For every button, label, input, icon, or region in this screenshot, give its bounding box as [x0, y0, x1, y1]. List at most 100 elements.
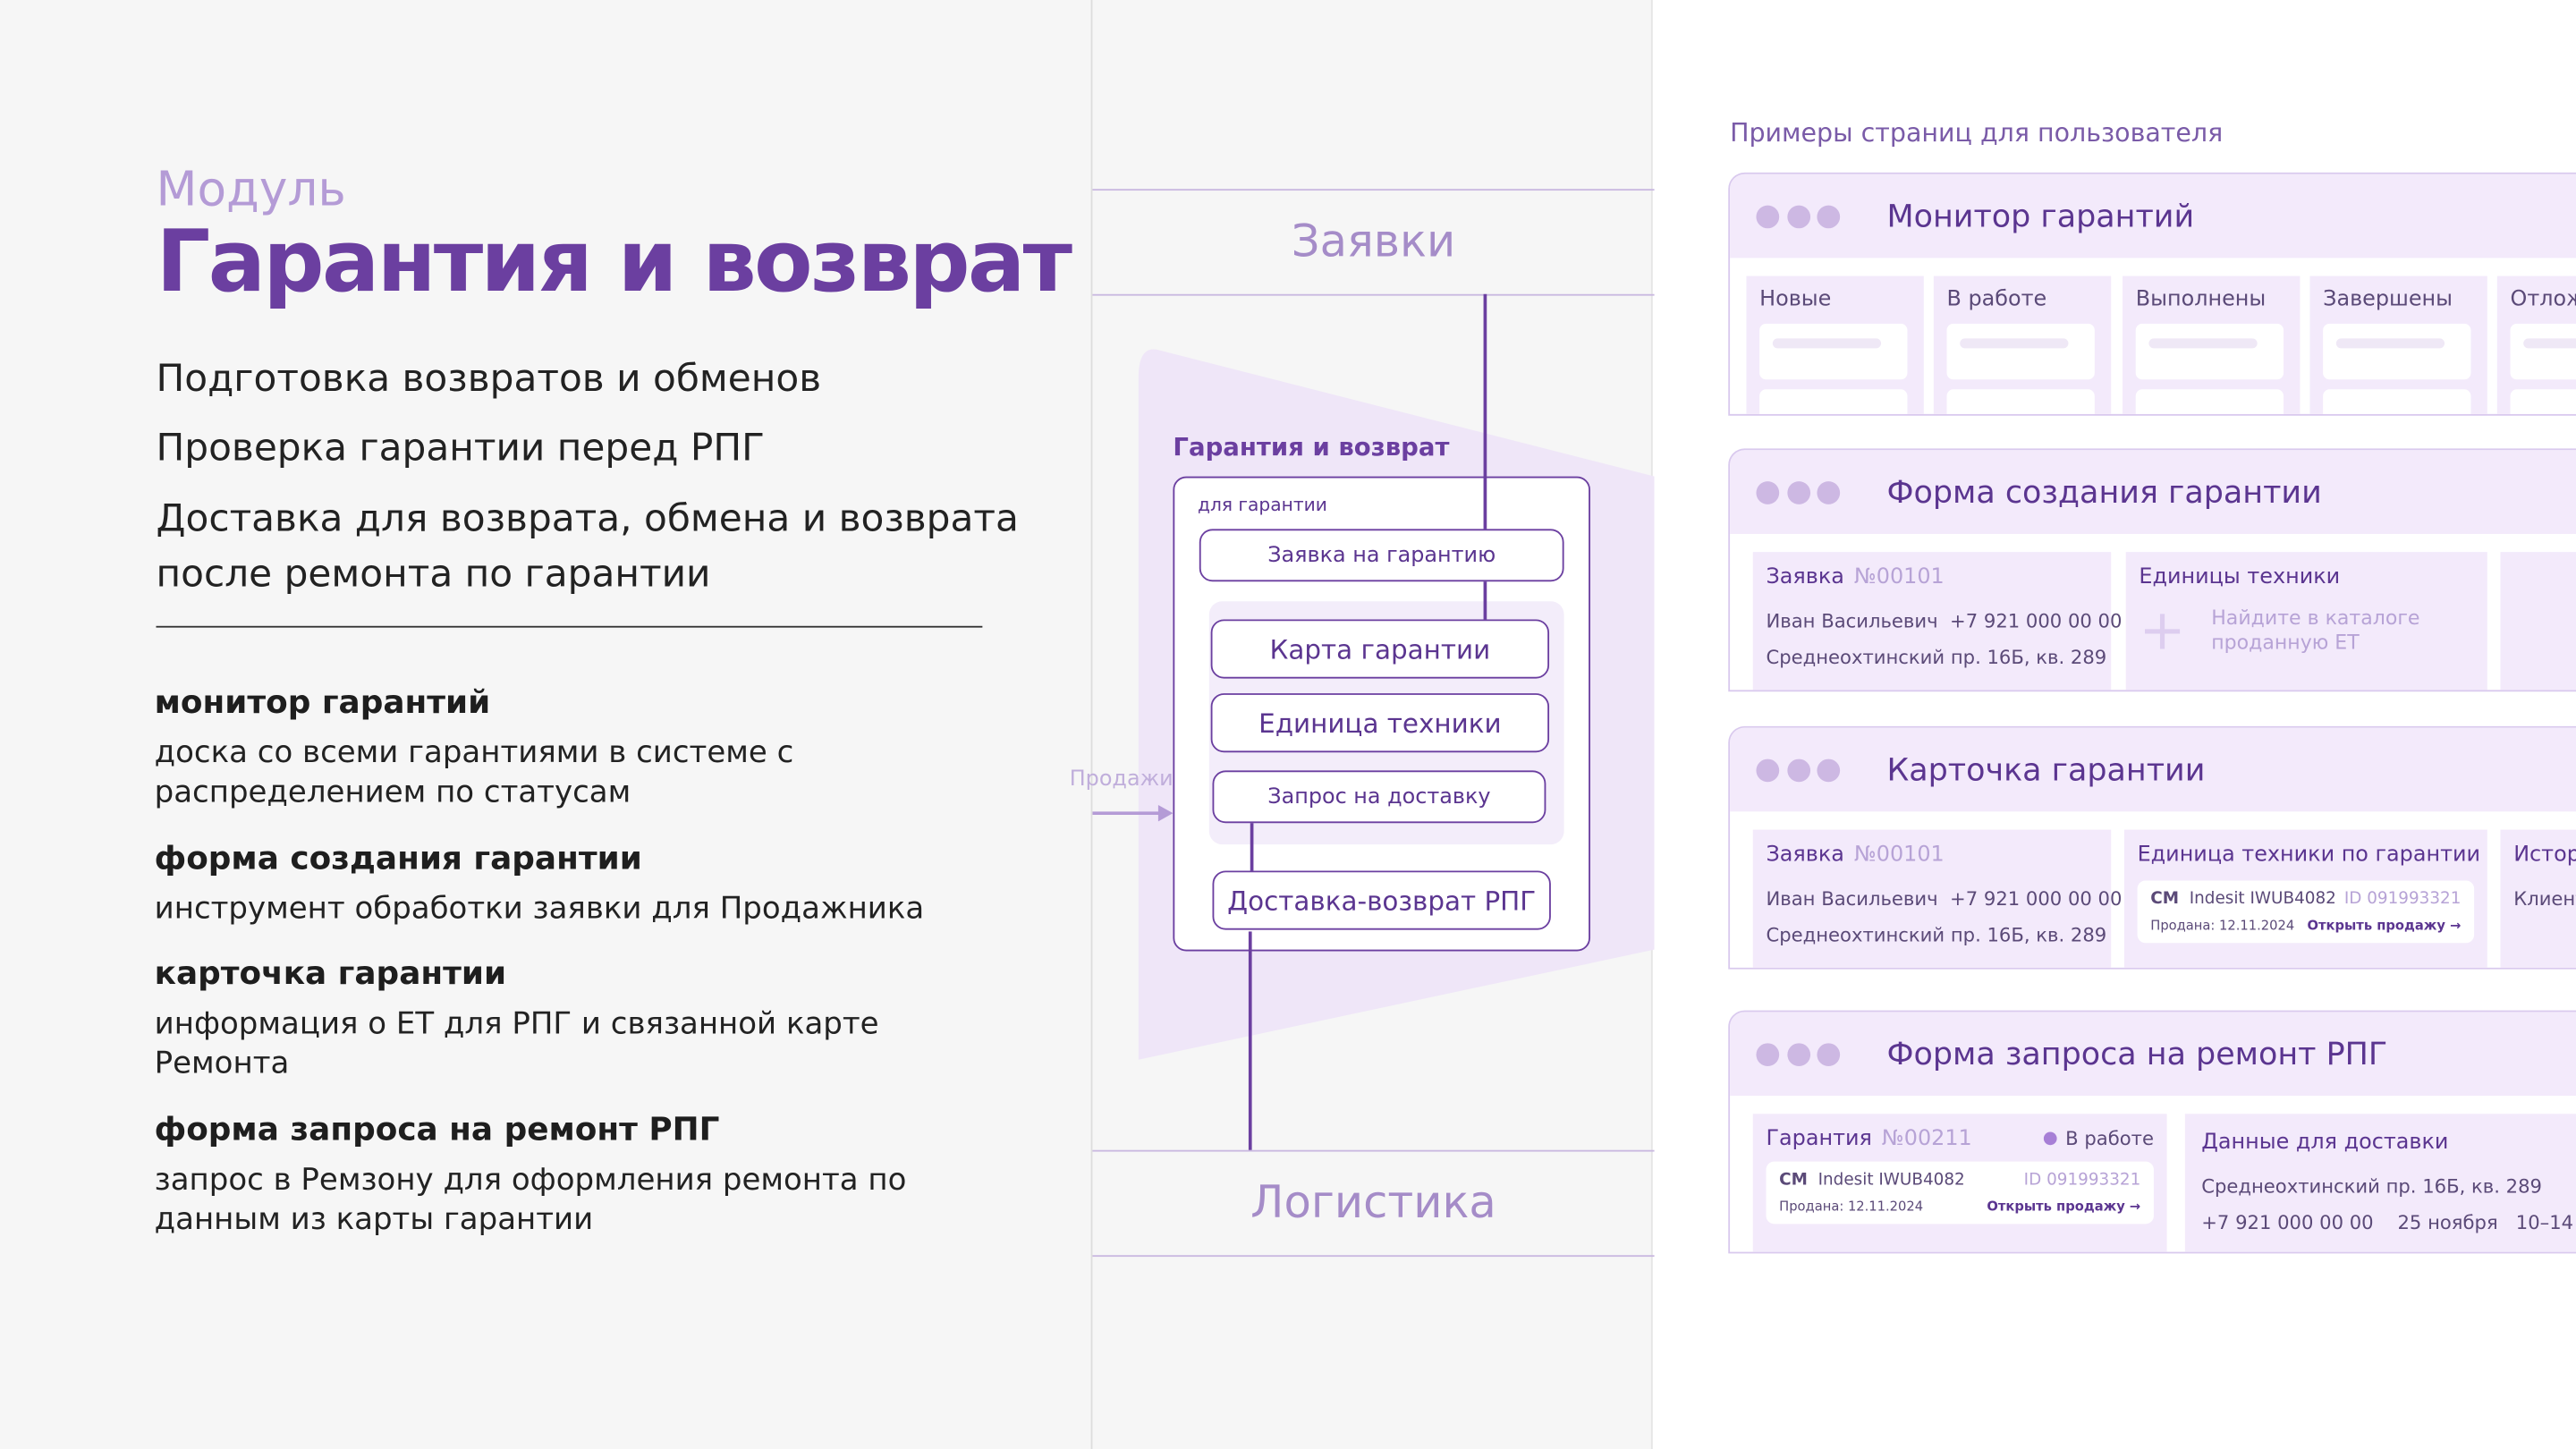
delivery-phone: +7 921 000 00 00 [2201, 1210, 2374, 1234]
warranty-label: Гарантия [1766, 1126, 1872, 1152]
node-equipment-unit[interactable]: Единица техники [1210, 693, 1550, 753]
status-column[interactable]: Новые [1746, 275, 1924, 414]
open-sale-link[interactable]: Открыть продажу → [1987, 1199, 2141, 1215]
open-sale-link[interactable]: Открыть продажу → [2307, 918, 2462, 934]
band-logistics: Логистика [1092, 1149, 1655, 1258]
placeholder-card [1759, 323, 1908, 380]
status-column[interactable]: Выполнены [2123, 275, 2301, 414]
warranty-card[interactable]: Карточка гарантии Заявка №00101 Иван Васи… [1728, 725, 2576, 970]
placeholder-card [1759, 389, 1908, 414]
module-title: Гарантия и возврат [156, 213, 1072, 312]
module-prefix: Модуль [156, 160, 346, 217]
status-badge: В работе [2065, 1126, 2154, 1150]
item-title: карточка гарантии [154, 954, 507, 993]
delivery-address: Среднеохтинский пр. 16Б, кв. 289 [2201, 1174, 2542, 1198]
sub-label: для гарантии [1197, 494, 1327, 516]
column-label: Выполнены [2135, 287, 2267, 312]
placeholder-card [2135, 389, 2284, 414]
request-number: №00101 [1853, 564, 1945, 590]
units-label: Единицы техники [2139, 564, 2341, 590]
window-dot-icon [1786, 758, 1810, 782]
history-label: Истор [2513, 843, 2576, 868]
request-number: №00101 [1853, 843, 1945, 868]
window-dot-icon [1817, 758, 1841, 782]
history-panel: Истор Клиент [2500, 829, 2576, 968]
placeholder-card [2323, 389, 2471, 414]
unit-model: Indesit IWUB4082 [1818, 1171, 1965, 1190]
monitor-card[interactable]: Монитор гарантий Новые В работе Выполнен… [1728, 172, 2576, 416]
item-title: форма запроса на ремонт РПГ [154, 1110, 720, 1148]
item-title: форма создания гарантии [154, 839, 642, 877]
column-label: Завершены [2323, 287, 2453, 312]
unit-item[interactable]: СМ Indesit IWUB4082 ID 091993321 Продана:… [2137, 880, 2475, 944]
plus-icon[interactable]: + [2139, 597, 2186, 665]
history-text: Клиент [2513, 886, 2576, 911]
item-desc: доска со всеми гарантиями в системе с ра… [154, 735, 794, 810]
card-title: Форма создания гарантии [1886, 473, 2322, 511]
units-search-hint[interactable]: Найдите в каталоге проданную ЕТ [2211, 606, 2420, 655]
request-label: Заявка [1766, 564, 1844, 590]
request-label: Заявка [1766, 843, 1844, 868]
card-header: Монитор гарантий [1730, 174, 2576, 258]
bullet: Проверка гарантии перед РПГ [156, 427, 765, 470]
sales-label: Продажи [1069, 767, 1174, 792]
sold-date: Продана: 12.11.2024 [2150, 918, 2295, 934]
unit-id: ID 091993321 [2343, 890, 2462, 909]
status-column[interactable]: Отлож [2496, 275, 2576, 414]
placeholder-card [1946, 323, 2095, 380]
window-dot-icon [1786, 480, 1810, 504]
unit-model: Indesit IWUB4082 [2189, 890, 2336, 909]
connector [1483, 581, 1487, 620]
unit-type: СМ [1779, 1171, 1808, 1190]
client-phone: +7 921 000 00 00 [1950, 886, 2123, 911]
item-desc: информация о ЕТ для РПГ и связанной карт… [154, 1006, 879, 1081]
window-dot-icon [1756, 1042, 1780, 1066]
divider [156, 625, 983, 628]
sold-date: Продана: 12.11.2024 [1779, 1199, 1924, 1215]
placeholder-card [2510, 389, 2576, 414]
node-delivery-request[interactable]: Запрос на доставку [1212, 770, 1546, 824]
window-dot-icon [1817, 480, 1841, 504]
client-name: Иван Васильевич [1766, 886, 1938, 911]
placeholder-card [2323, 323, 2471, 380]
connector [1250, 823, 1254, 871]
module-label: Гарантия и возврат [1173, 432, 1450, 462]
status-dot-icon [2044, 1131, 2057, 1146]
unit-label: Единица техники по гарантии [2137, 843, 2481, 868]
card-header: Форма создания гарантии [1730, 450, 2576, 534]
column-label: В работе [1946, 287, 2047, 312]
window-dot-icon [1756, 758, 1780, 782]
card-title: Форма запроса на ремонт РПГ [1886, 1036, 2388, 1072]
unit-type: СМ [2150, 890, 2180, 909]
window-dot-icon [1817, 204, 1841, 228]
column-label: Новые [1759, 287, 1832, 312]
status-column[interactable]: Завершены [2309, 275, 2487, 414]
client-phone: +7 921 000 00 00 [1950, 609, 2123, 633]
bullet: Доставка для возврата, обмена и возврата… [156, 497, 1019, 597]
item-desc: инструмент обработки заявки для Продажни… [154, 892, 925, 927]
delivery-date: 25 ноября [2397, 1210, 2498, 1234]
column-label: Отлож [2510, 287, 2576, 312]
node-warranty-request[interactable]: Заявка на гарантию [1199, 529, 1564, 582]
bullet: Подготовка возвратов и обменов [156, 358, 822, 402]
client-address: Среднеохтинский пр. 16Б, кв. 289 [1766, 645, 2107, 669]
window-dot-icon [1786, 1042, 1810, 1066]
connector [1483, 293, 1487, 530]
band-requests: Заявки [1092, 189, 1655, 296]
placeholder-card [2135, 323, 2284, 380]
card-header: Карточка гарантии [1730, 727, 2576, 812]
item-title: монитор гарантий [154, 683, 491, 722]
window-dot-icon [1786, 204, 1810, 228]
placeholder-card [1946, 389, 2095, 414]
request-panel: Заявка №00101 Иван Васильевич +7 921 000 … [1752, 829, 2122, 968]
item-desc: запрос в Ремзону для оформления ремонта … [154, 1163, 907, 1238]
node-warranty-card[interactable]: Карта гарантии [1210, 619, 1550, 679]
node-delivery-return[interactable]: Доставка-возврат РПГ [1212, 870, 1551, 930]
status-column[interactable]: В работе [1933, 275, 2112, 414]
